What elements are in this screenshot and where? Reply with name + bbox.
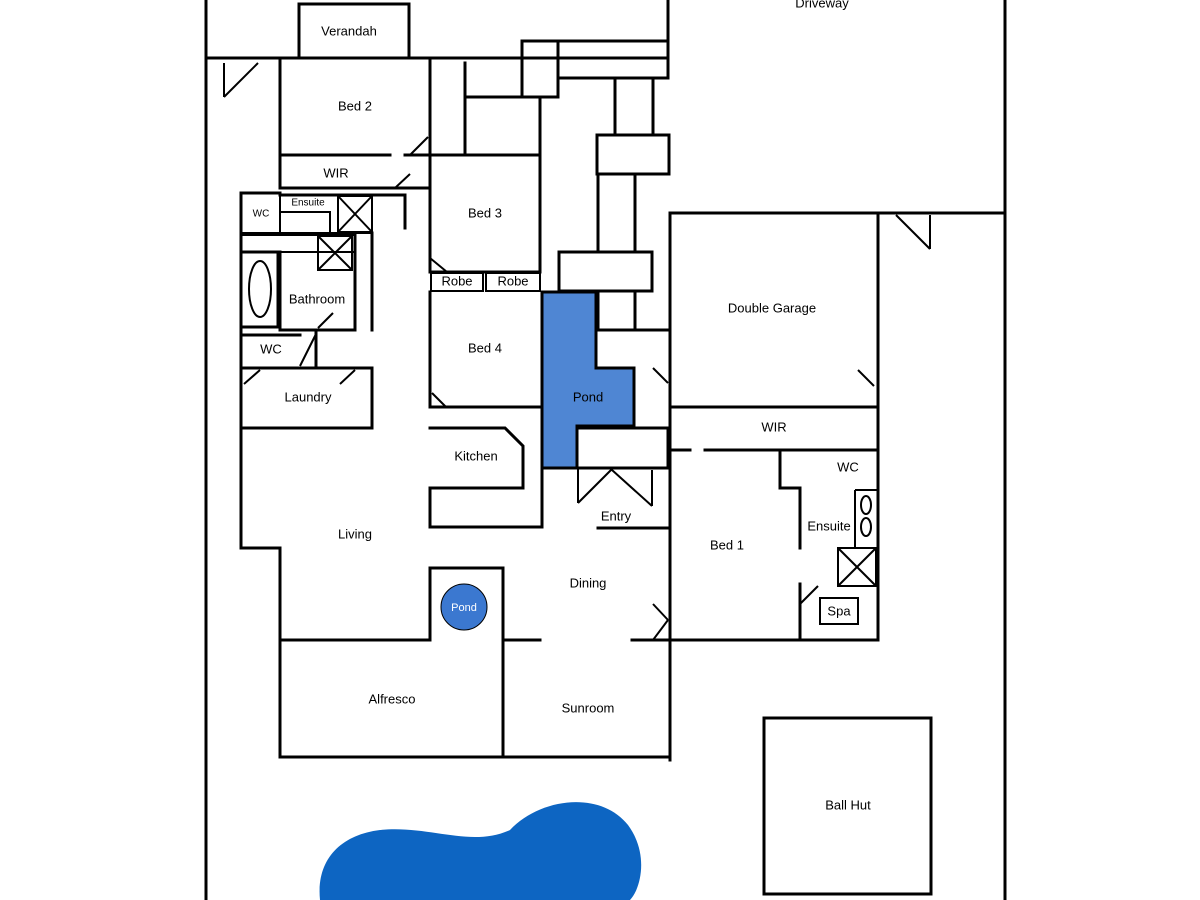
label-ensuite-right: Ensuite	[807, 518, 850, 533]
label-pond-outdoor: Pond	[451, 602, 477, 614]
robes	[430, 272, 541, 292]
label-ball-hut: Ball Hut	[825, 797, 871, 812]
bed-2-room	[223, 58, 432, 190]
indoor-pond	[540, 290, 670, 470]
label-wc-left: WC	[260, 341, 282, 356]
living-walls	[239, 193, 672, 642]
label-alfresco: Alfresco	[369, 691, 416, 706]
label-robe-2: Robe	[497, 273, 528, 288]
label-spa: Spa	[827, 603, 851, 618]
swimming-pool	[319, 802, 642, 900]
label-wir-left: WIR	[323, 165, 348, 180]
label-driveway: Driveway	[795, 0, 849, 10]
entry	[577, 467, 670, 530]
hallway-walls	[463, 39, 672, 332]
ball-hut	[762, 716, 933, 896]
label-double-garage: Double Garage	[728, 300, 816, 315]
label-living: Living	[338, 526, 372, 541]
verandah	[297, 2, 411, 60]
label-wc-small: WC	[253, 209, 270, 220]
label-bed-3: Bed 3	[468, 205, 502, 220]
label-kitchen: Kitchen	[454, 448, 497, 463]
outdoor-pond	[440, 583, 488, 631]
label-robe-1: Robe	[441, 273, 472, 288]
label-sunroom: Sunroom	[562, 700, 615, 715]
left-wing	[239, 191, 407, 550]
label-bed-2: Bed 2	[338, 98, 372, 113]
double-garage	[652, 211, 931, 470]
label-wir-right: WIR	[761, 419, 786, 434]
outdoor-rooms	[278, 638, 672, 759]
label-pond-indoor: Pond	[573, 389, 603, 404]
master-suite	[652, 405, 880, 762]
label-bathroom: Bathroom	[289, 291, 345, 306]
kitchen-counter	[428, 426, 544, 529]
label-laundry: Laundry	[285, 389, 332, 404]
label-dining: Dining	[570, 575, 607, 590]
label-ensuite-small: Ensuite	[291, 198, 325, 209]
label-verandah: Verandah	[321, 23, 377, 38]
label-bed-1: Bed 1	[710, 537, 744, 552]
label-entry: Entry	[601, 508, 632, 523]
label-wc-right: WC	[837, 459, 859, 474]
label-bed-4: Bed 4	[468, 340, 502, 355]
bed-4-room	[428, 290, 542, 409]
